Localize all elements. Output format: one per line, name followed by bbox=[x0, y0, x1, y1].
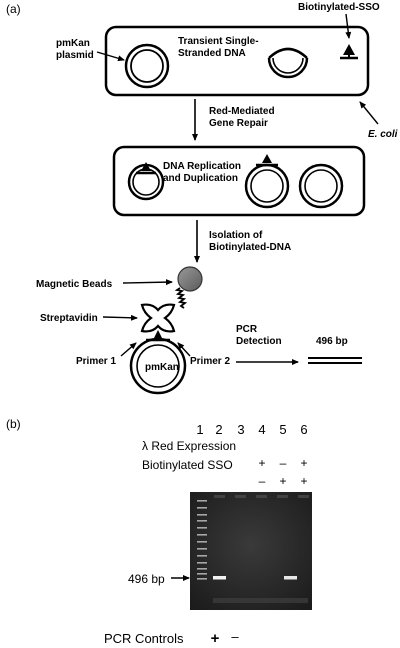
cell-box-middle bbox=[112, 145, 366, 217]
lane-number: 6 bbox=[300, 422, 307, 437]
magnetic-bead-icon bbox=[177, 266, 203, 292]
band-lane-6 bbox=[284, 576, 297, 580]
plasmid-pointer-arrow bbox=[96, 51, 125, 62]
cell-box-top bbox=[104, 25, 370, 97]
lane-number: 2 bbox=[215, 422, 222, 437]
ecoli-pointer-arrow bbox=[359, 101, 379, 125]
biotinylated-sso-label: Biotinylated-SSO bbox=[298, 2, 380, 13]
condition-mark: – bbox=[280, 456, 287, 470]
band-lane-2 bbox=[213, 576, 226, 580]
streptavidin-label: Streptavidin bbox=[40, 313, 98, 324]
panel-b-label: (b) bbox=[6, 417, 21, 431]
repaired-plasmid-circle bbox=[127, 162, 165, 201]
single-stranded-dna-circle bbox=[267, 47, 309, 79]
lane-numbers: 1 2 3 4 5 6 bbox=[196, 422, 307, 437]
pmkan-label: pmKan bbox=[145, 362, 179, 373]
pcr-controls-label: PCR Controls bbox=[104, 631, 184, 646]
lane-number: 4 bbox=[258, 422, 265, 437]
bead-pointer-arrow bbox=[122, 279, 173, 286]
red-expression-marks: + – + bbox=[258, 456, 307, 470]
sso-marks: – + + bbox=[259, 474, 308, 488]
panel-a-label: (a) bbox=[6, 2, 21, 16]
primer1-arrow bbox=[120, 342, 137, 357]
pcr-control-negative: – bbox=[231, 629, 239, 644]
lane-number: 1 bbox=[196, 422, 203, 437]
pmkan-plasmid-label-1: pmKan bbox=[56, 38, 90, 49]
replication-label-2: and Duplication bbox=[163, 173, 238, 184]
sso-symbol-icon bbox=[340, 44, 358, 60]
condition-mark: – bbox=[259, 474, 266, 488]
streptavidin-icon bbox=[140, 303, 176, 333]
condition-mark: + bbox=[279, 474, 286, 488]
primer2-label: Primer 2 bbox=[190, 356, 230, 367]
pcr-label-1: PCR bbox=[236, 324, 258, 335]
pmkan-capture-circle bbox=[129, 337, 187, 395]
condition-mark: + bbox=[258, 456, 265, 470]
transient-label-1: Transient Single- bbox=[178, 36, 259, 47]
pcr-label-2: Detection bbox=[236, 336, 282, 347]
isolation-label-2: Biotinylated-DNA bbox=[209, 242, 291, 253]
transient-label-2: Stranded DNA bbox=[178, 48, 246, 59]
sso-pointer-arrow bbox=[345, 13, 352, 39]
band-size-label: 496 bp bbox=[128, 572, 165, 586]
primer2-arrow bbox=[177, 342, 191, 357]
product-size-label: 496 bp bbox=[316, 336, 348, 347]
lane-number: 5 bbox=[279, 422, 286, 437]
isolation-label-1: Isolation of bbox=[209, 230, 263, 241]
red-mediated-label-2: Gene Repair bbox=[209, 118, 268, 129]
condition-mark: + bbox=[300, 456, 307, 470]
biotin-sso-icon bbox=[154, 330, 162, 338]
magnetic-beads-label: Magnetic Beads bbox=[36, 279, 113, 290]
ecoli-label: E. coli bbox=[368, 129, 398, 140]
duplicated-plasmid-circle-biotin bbox=[244, 154, 290, 209]
sso-label: Biotinylated SSO bbox=[142, 458, 233, 472]
pmkan-plasmid-label-2: plasmid bbox=[56, 50, 94, 61]
condition-mark: + bbox=[300, 474, 307, 488]
streptavidin-pointer-arrow bbox=[102, 314, 138, 321]
red-expression-label: λ Red Expression bbox=[142, 439, 236, 453]
pcr-control-positive: + bbox=[211, 630, 220, 647]
linker-spring-icon bbox=[174, 287, 188, 309]
agarose-gel-image bbox=[190, 492, 312, 610]
plasmid-circle bbox=[124, 43, 170, 89]
duplicated-plasmid-circle bbox=[298, 163, 344, 209]
primer1-label: Primer 1 bbox=[76, 356, 116, 367]
lane-number: 3 bbox=[237, 422, 244, 437]
replication-label-1: DNA Replication bbox=[163, 161, 241, 172]
red-mediated-label-1: Red-Mediated bbox=[209, 106, 275, 117]
ladder-bands bbox=[197, 500, 207, 580]
